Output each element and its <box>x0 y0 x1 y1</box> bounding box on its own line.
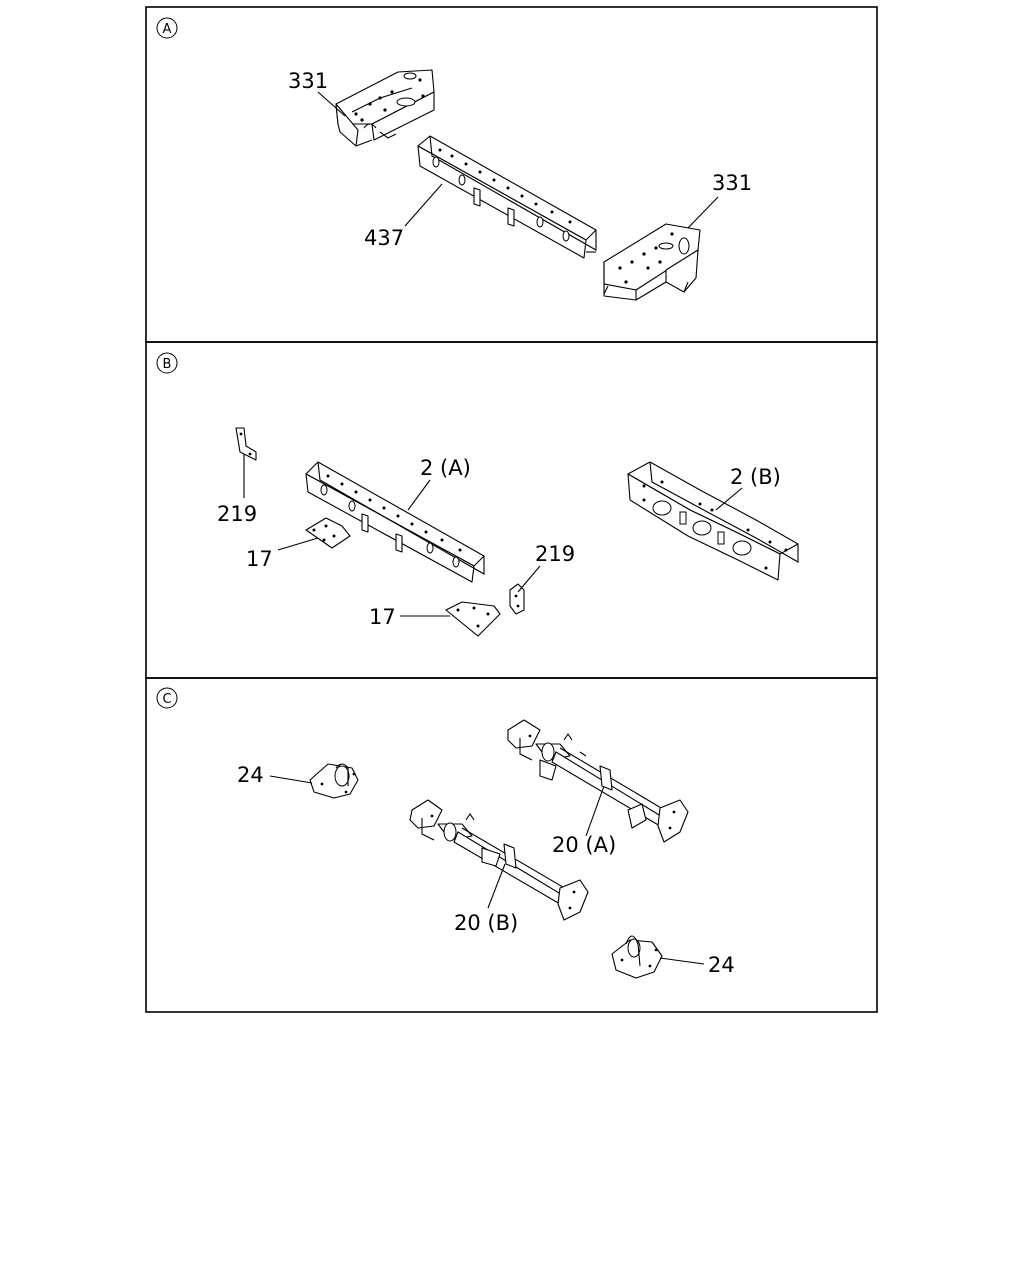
callout-line-17-upper <box>277 537 319 551</box>
section-a-marker <box>156 17 178 39</box>
callout-line-20b <box>487 863 506 909</box>
part-219-left-drawing <box>235 427 257 461</box>
part-17-upper-drawing <box>305 517 351 549</box>
callout-219-right: 219 <box>535 542 575 566</box>
callout-219-left: 219 <box>217 502 257 526</box>
callout-line-20a <box>585 785 605 837</box>
callout-line-24-lower <box>659 957 705 965</box>
section-b-marker <box>156 352 178 374</box>
part-24-upper-drawing <box>309 763 359 799</box>
section-a: A 331 <box>145 6 878 343</box>
part-437-drawing <box>417 135 597 259</box>
callout-437: 437 <box>364 226 404 250</box>
part-2a-drawing <box>305 461 485 583</box>
section-b-letter: B <box>163 357 172 372</box>
part-331-right-drawing <box>603 223 701 301</box>
callout-line-2b <box>715 487 743 511</box>
section-c: C 24 20 (A) <box>145 677 878 1013</box>
part-331-left-drawing <box>335 69 435 147</box>
callout-20b: 20 (B) <box>454 911 518 935</box>
callout-331-left: 331 <box>288 69 328 93</box>
callout-24-upper: 24 <box>237 763 264 787</box>
callout-line-331-right <box>687 196 719 229</box>
callout-line-2a <box>407 479 431 511</box>
section-a-frame <box>145 6 878 343</box>
callout-20a: 20 (A) <box>552 833 616 857</box>
callout-line-437 <box>404 183 443 227</box>
callout-line-219-right <box>517 565 541 593</box>
callout-2b: 2 (B) <box>730 465 781 489</box>
section-a-letter: A <box>163 22 172 37</box>
part-2b-drawing <box>627 461 799 581</box>
part-20a-drawing <box>507 719 689 843</box>
section-c-marker <box>156 687 178 709</box>
part-24-lower-drawing <box>611 935 663 979</box>
callout-2a: 2 (A) <box>420 456 471 480</box>
section-c-letter: C <box>162 692 171 707</box>
callout-17-upper: 17 <box>246 547 273 571</box>
section-c-frame <box>145 677 878 1013</box>
callout-line-331-left <box>317 91 346 117</box>
callout-331-right: 331 <box>712 171 752 195</box>
section-b: B 219 2 (A) <box>145 341 878 679</box>
callout-line-24-upper <box>269 775 313 784</box>
callout-24-lower: 24 <box>708 953 735 977</box>
part-219-right-drawing <box>509 583 525 615</box>
part-20b-drawing <box>409 799 589 921</box>
part-17-lower-drawing <box>445 601 501 637</box>
callout-17-lower: 17 <box>369 605 396 629</box>
